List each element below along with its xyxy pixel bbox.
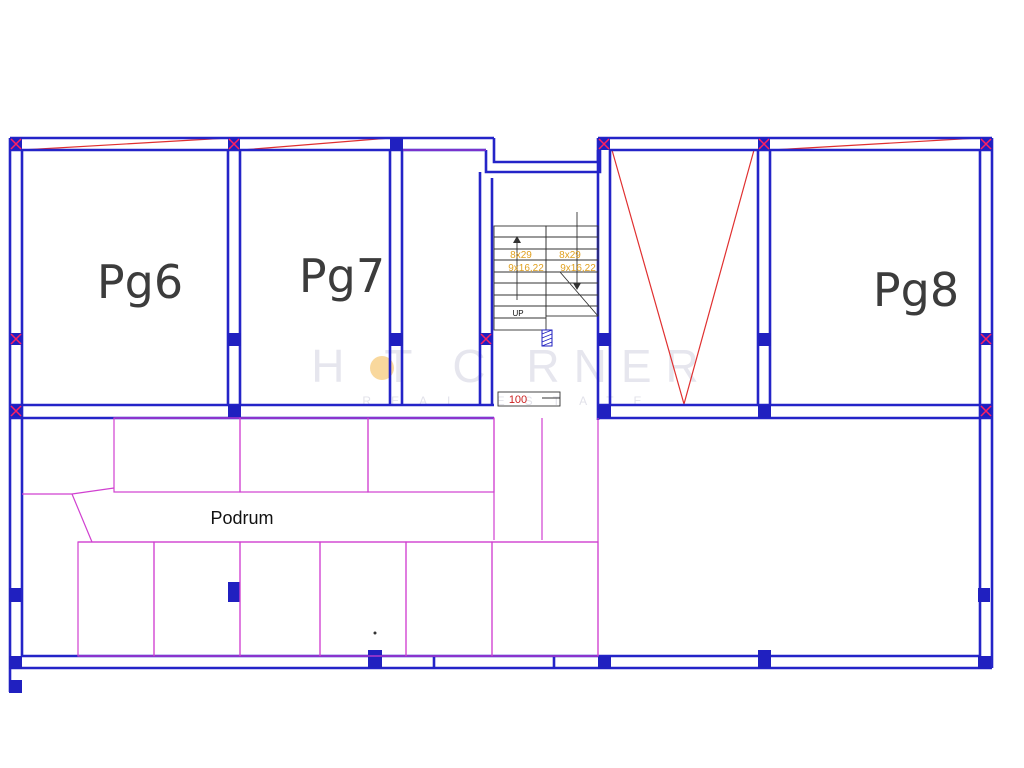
stair-left-line1: 8x29 (510, 250, 532, 261)
x-column-icon (758, 138, 770, 150)
column (9, 588, 21, 602)
column (758, 650, 771, 668)
stair-landing-label: 100 (509, 394, 527, 406)
column (228, 582, 240, 602)
column (9, 656, 22, 669)
x-column-icon (10, 333, 22, 345)
column (228, 405, 241, 418)
column (390, 138, 403, 151)
watermark: H T C RNER REAL ESTATE (311, 340, 699, 408)
x-column-icon (228, 138, 240, 150)
column (228, 333, 241, 346)
x-column-icon (10, 138, 22, 150)
room-label-pg8: Pg8 (873, 263, 959, 317)
x-column-icon (598, 138, 610, 150)
basement-dot (373, 631, 377, 635)
stair-up-label: UP (512, 309, 523, 318)
x-column-icon (980, 405, 992, 417)
x-column-icon (980, 333, 992, 345)
column (758, 333, 771, 346)
x-column-icon (480, 333, 492, 345)
walls (8, 136, 994, 692)
x-column-icon (10, 405, 22, 417)
room-label-pg7: Pg7 (299, 249, 385, 303)
room-label-podrum: Podrum (210, 508, 273, 528)
arrow-down-icon (573, 283, 581, 290)
column (978, 588, 990, 602)
basement-partitions (22, 417, 599, 657)
column (598, 333, 611, 346)
stair-right-line1: 8x29 (559, 250, 581, 261)
column (598, 656, 611, 669)
staircase: 8x29 9x16,22 8x29 9x16,22 UP 100 (493, 212, 599, 407)
column (758, 405, 771, 418)
column (390, 333, 403, 346)
watermark-sun-icon (370, 356, 394, 380)
stair-left-line2: 9x16,22 (508, 263, 544, 274)
arrow-up-icon (513, 236, 521, 243)
room-label-pg6: Pg6 (97, 255, 183, 309)
column (598, 405, 611, 418)
column (368, 650, 382, 668)
x-column-icon (980, 138, 992, 150)
column (978, 656, 991, 669)
room-labels: Pg6 Pg7 Pg8 Podrum (97, 249, 959, 528)
x-columns (10, 138, 992, 417)
stair-right-line2: 9x16,22 (560, 263, 596, 274)
column (9, 680, 22, 693)
columns (9, 138, 991, 693)
